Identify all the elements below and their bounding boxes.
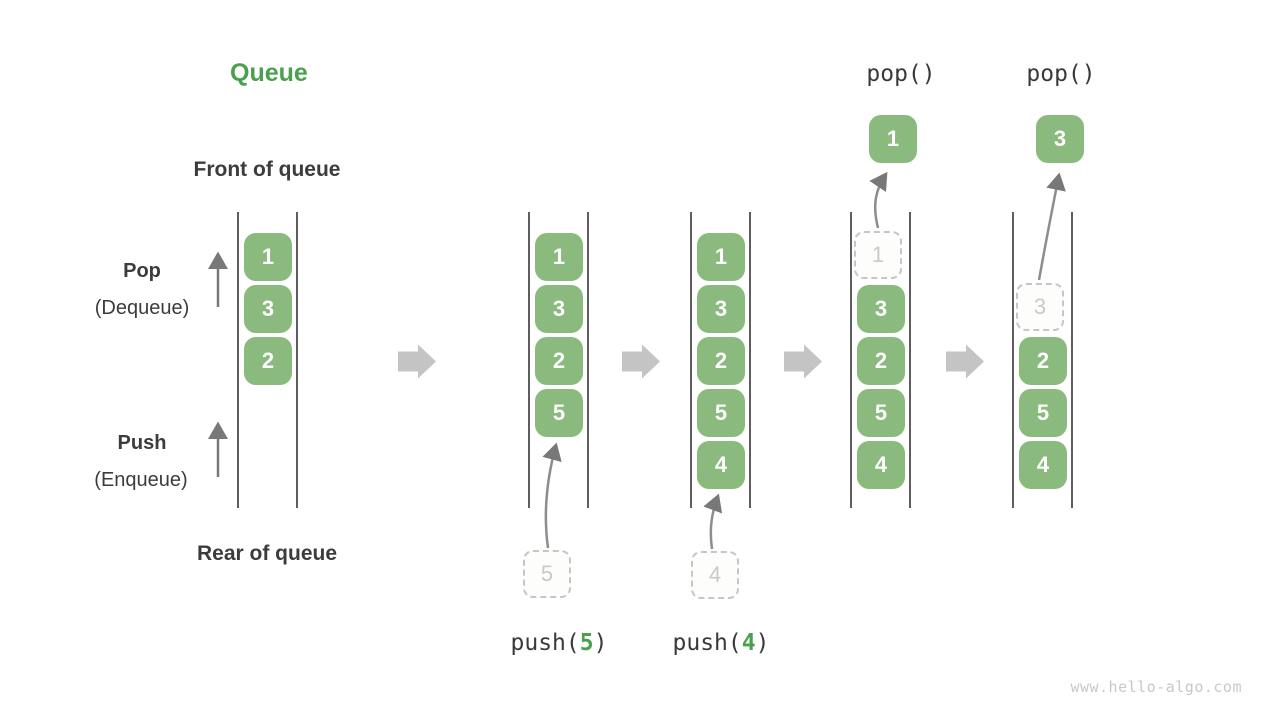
queue-item: 1: [697, 233, 745, 281]
queue-state-2: 1 3 2 5: [528, 212, 589, 508]
queue-item: 3: [697, 285, 745, 333]
push4-operation-label: push(4): [672, 630, 770, 656]
removed-item-slot: 3: [1016, 283, 1064, 331]
queue-item: 2: [244, 337, 292, 385]
pop-label: Pop: [123, 260, 161, 282]
arrow-right-icon: [784, 344, 822, 379]
queue-item: 1: [535, 233, 583, 281]
queue-item: 2: [1019, 337, 1067, 385]
queue-item: 5: [697, 389, 745, 437]
incoming-item-4: 4: [691, 551, 739, 599]
front-of-queue-label: Front of queue: [193, 158, 341, 181]
queue-item: 4: [697, 441, 745, 489]
push-label: Push: [117, 432, 167, 454]
arrow-right-icon: [398, 344, 436, 379]
rear-of-queue-label: Rear of queue: [196, 542, 338, 565]
enqueue-label: (Enqueue): [94, 469, 188, 491]
pop-operation-label: pop(): [866, 61, 936, 87]
queue-item: 4: [1019, 441, 1067, 489]
queue-item: 1: [244, 233, 292, 281]
dequeue-label: (Dequeue): [94, 297, 190, 319]
queue-item: 2: [535, 337, 583, 385]
queue-item: 5: [1019, 389, 1067, 437]
queue-state-1: 1 3 2: [237, 212, 298, 508]
popped-item-1: 1: [869, 115, 917, 163]
arrow-right-icon: [622, 344, 660, 379]
queue-state-5: 3 2 5 4: [1012, 212, 1073, 508]
push5-operation-label: push(5): [510, 630, 608, 656]
queue-item: 3: [244, 285, 292, 333]
queue-item: 3: [857, 285, 905, 333]
queue-item: 3: [535, 285, 583, 333]
queue-item: 2: [857, 337, 905, 385]
queue-state-3: 1 3 2 5 4: [690, 212, 751, 508]
popped-item-3: 3: [1036, 115, 1084, 163]
removed-item-slot: 1: [854, 231, 902, 279]
queue-state-4: 1 3 2 5 4: [850, 212, 911, 508]
incoming-item-5: 5: [523, 550, 571, 598]
arrow-right-icon: [946, 344, 984, 379]
queue-item: 4: [857, 441, 905, 489]
queue-item: 5: [857, 389, 905, 437]
pop-operation-label: pop(): [1026, 61, 1096, 87]
diagram-title: Queue: [230, 59, 308, 87]
watermark: www.hello-algo.com: [1070, 678, 1242, 696]
queue-item: 2: [697, 337, 745, 385]
queue-item: 5: [535, 389, 583, 437]
